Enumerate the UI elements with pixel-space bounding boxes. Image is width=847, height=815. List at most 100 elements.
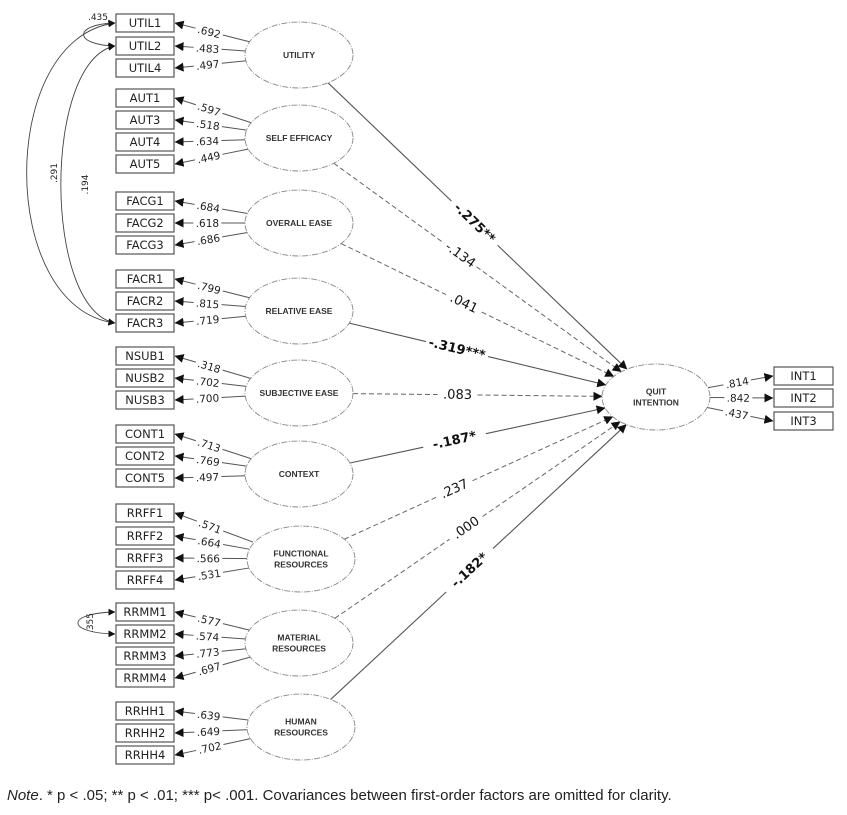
loading-value-rrmm4: .697 xyxy=(197,661,223,679)
indicator-cont2: CONT2 xyxy=(115,446,175,466)
indicator-label: FACR3 xyxy=(127,316,164,330)
loading-line-rrff4-segment xyxy=(222,567,251,573)
latent-label: SUBJECTIVE EASE xyxy=(260,388,339,398)
indicator-label: INT2 xyxy=(790,391,816,405)
indicator-label: FACR2 xyxy=(127,294,164,308)
indicator-box xyxy=(115,503,175,523)
indicator-label: AUT1 xyxy=(130,91,161,105)
structural-path-functional-resources-segment xyxy=(472,416,614,482)
loading-value-util2: .483 xyxy=(195,42,219,56)
indicator-label: RRMM4 xyxy=(123,671,166,685)
loading-value-util1: .692 xyxy=(196,24,222,41)
covariance-value-rrmm1-rrmm2: .355 xyxy=(86,613,96,633)
structural-path-self-efficacy-segment xyxy=(476,266,622,373)
indicator-label: AUT5 xyxy=(130,157,161,171)
indicator-box xyxy=(115,13,175,33)
loading-line-aut5-segment xyxy=(222,148,251,155)
indicator-label: CONT2 xyxy=(125,449,165,463)
structural-path-self-efficacy-segment xyxy=(333,162,445,244)
latent-subjective-ease: SUBJECTIVE EASE xyxy=(244,359,354,427)
covariance-arc-rrmm1-rrmm2 xyxy=(77,608,116,638)
loading-value-facg2: .618 xyxy=(196,218,219,230)
indicator-box xyxy=(773,388,834,408)
indicator-facr2: FACR2 xyxy=(115,291,175,311)
loading-line-nusb2-segment xyxy=(174,374,195,384)
latent-context: CONTEXT xyxy=(244,440,354,508)
loading-value-facr3: .719 xyxy=(196,314,220,328)
latent-ellipse xyxy=(244,189,354,257)
indicator-box xyxy=(115,723,175,743)
structural-path-relative-ease-segment xyxy=(349,322,426,343)
indicator-label: CONT1 xyxy=(125,427,165,441)
loading-value-nsub1: .318 xyxy=(196,358,222,376)
latent-ellipse xyxy=(244,104,354,172)
indicator-box xyxy=(115,346,175,366)
indicator-nusb3: NUSB3 xyxy=(115,390,175,410)
indicator-facr1: FACR1 xyxy=(115,269,175,289)
loading-line-rrhh1-segment xyxy=(174,707,195,717)
indicator-box xyxy=(115,313,175,333)
loading-value-rrmm3: .773 xyxy=(196,646,220,660)
loading-value-facr2: .815 xyxy=(195,298,219,312)
loading-line-rrmm1-segment xyxy=(222,623,252,631)
loading-value-rrff2: .664 xyxy=(197,535,222,551)
indicator-box xyxy=(115,526,175,546)
indicator-label: UTIL1 xyxy=(129,16,162,30)
structural-path-human-resources-segment xyxy=(330,591,447,700)
indicator-label: RRMM1 xyxy=(123,605,166,619)
indicator-box xyxy=(115,58,175,78)
loading-value-facg3: .686 xyxy=(196,232,221,248)
path-coefficient-utility: -.275** xyxy=(451,200,498,246)
latent-label: RESOURCES xyxy=(272,644,326,654)
indicator-aut3: AUT3 xyxy=(115,110,175,130)
loading-line-facg3-segment xyxy=(174,239,195,248)
structural-path-context-segment xyxy=(349,446,424,464)
loading-value-rrff3: .566 xyxy=(197,553,221,565)
indicator-label: RRMM3 xyxy=(123,649,166,663)
loading-line-util1-segment xyxy=(222,34,252,43)
indicator-label: INT1 xyxy=(790,369,816,383)
indicator-rrff1: RRFF1 xyxy=(115,503,175,523)
structural-path-overall-ease-segment xyxy=(340,243,447,296)
loading-line-int3-segment xyxy=(750,414,774,424)
structural-paths: -.275**-.134.041-.319***.083-.187*.237.0… xyxy=(327,82,628,700)
indicator-rrff3: RRFF3 xyxy=(115,548,175,568)
loading-line-rrhh2-segment xyxy=(174,728,195,738)
indicator-box xyxy=(115,646,175,666)
latent-label: MATERIAL xyxy=(277,633,320,643)
loading-value-cont1: .713 xyxy=(196,437,222,456)
path-coefficient-human-resources: -.182* xyxy=(449,550,492,591)
covariance-value-util2-facr3: .194 xyxy=(81,174,91,194)
indicator-util2: UTIL2 xyxy=(115,36,175,56)
latent-relative-ease: RELATIVE EASE xyxy=(244,277,354,345)
latent-label: RELATIVE EASE xyxy=(266,306,333,316)
latent-label: CONTEXT xyxy=(279,469,320,479)
covariance-value-util1-facr3: .291 xyxy=(50,163,60,183)
indicator-rrhh1: RRHH1 xyxy=(115,701,175,721)
covariance-arc-util1-facr3 xyxy=(26,20,116,326)
loading-line-aut4-segment xyxy=(174,137,194,147)
indicator-facg3: FACG3 xyxy=(115,235,175,255)
latent-ellipse xyxy=(601,363,711,431)
indicator-int2: INT2 xyxy=(773,388,834,408)
loading-line-rrmm1-segment xyxy=(174,609,196,619)
loading-value-rrmm2: .574 xyxy=(195,630,219,644)
loading-line-rrmm2-segment xyxy=(221,636,248,640)
loading-value-rrhh1: .639 xyxy=(196,709,221,724)
loading-line-aut1-segment xyxy=(222,112,252,124)
indicator-util4: UTIL4 xyxy=(115,58,175,78)
indicator-rrmm3: RRMM3 xyxy=(115,646,175,666)
note-lead: Note xyxy=(7,787,39,804)
indicator-box xyxy=(115,132,175,152)
indicator-label: FACG3 xyxy=(126,238,163,252)
loading-line-aut4-segment xyxy=(221,139,248,142)
structural-path-utility-segment xyxy=(497,244,628,370)
loading-value-int3: .437 xyxy=(724,406,749,422)
structural-path-utility-segment xyxy=(327,82,452,202)
indicator-rrff2: RRFF2 xyxy=(115,526,175,546)
latent-ellipse xyxy=(244,277,354,345)
latent-label: FUNCTIONAL xyxy=(273,549,328,559)
indicator-label: AUT4 xyxy=(130,135,161,149)
